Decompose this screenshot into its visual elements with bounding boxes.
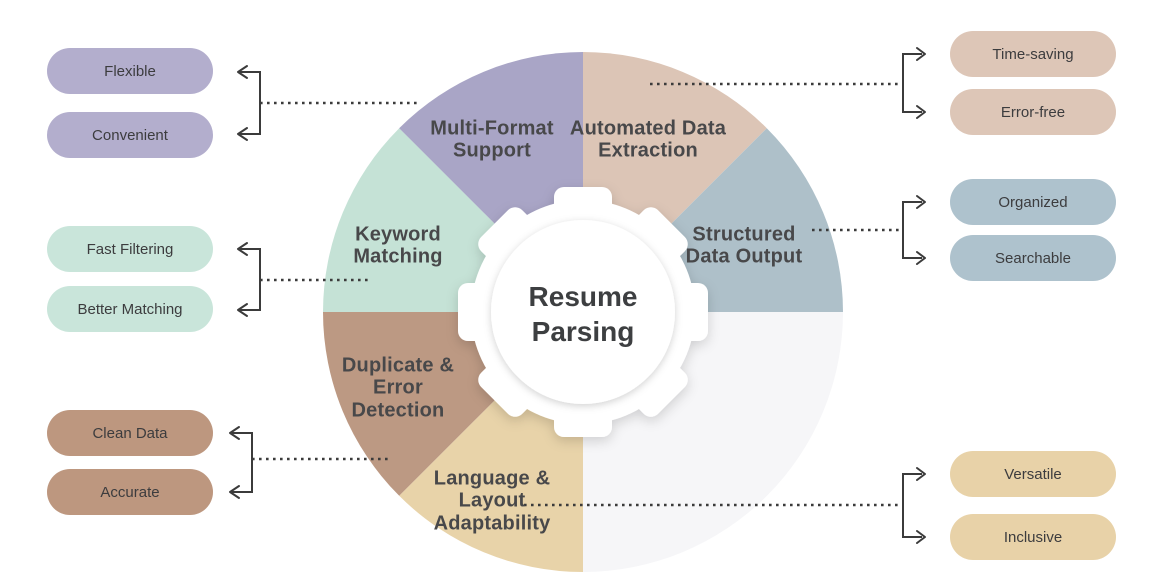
benefit-pill-fast-filtering: Fast Filtering xyxy=(47,226,213,272)
benefit-pill-better-matching: Better Matching xyxy=(47,286,213,332)
arrow-left-icon xyxy=(237,242,248,256)
connector-language-layout-adaptability xyxy=(524,467,926,544)
connector-structured-data-output xyxy=(812,195,926,265)
benefit-pill-flexible: Flexible xyxy=(47,48,213,94)
diagram-title: Resume Parsing xyxy=(528,281,638,347)
segment-label-language-layout-adaptability: Language & Layout Adaptability xyxy=(433,467,551,535)
benefit-pill-versatile: Versatile xyxy=(950,451,1116,497)
segment-label-duplicate-error-detection: Duplicate & Error Detection xyxy=(341,354,455,422)
benefit-pill-convenient: Convenient xyxy=(47,112,213,158)
arrow-right-icon xyxy=(916,467,926,481)
benefit-pill-time-saving: Time-saving xyxy=(950,31,1116,77)
arrow-left-icon xyxy=(229,426,240,440)
hub-circle xyxy=(491,220,675,404)
segment-label-multi-format-support: Multi-Format Support xyxy=(430,117,554,162)
benefit-pill-error-free: Error-free xyxy=(950,89,1116,135)
benefit-pill-inclusive: Inclusive xyxy=(950,514,1116,560)
benefit-pill-clean-data: Clean Data xyxy=(47,410,213,456)
benefit-pill-organized: Organized xyxy=(950,179,1116,225)
benefit-pill-accurate: Accurate xyxy=(47,469,213,515)
arrow-left-icon xyxy=(237,65,248,79)
connector-multi-format-support xyxy=(237,65,418,141)
arrow-left-icon xyxy=(229,485,240,499)
segment-label-automated-data-extraction: Automated Data Extraction xyxy=(569,117,727,162)
connector-automated-data-extraction xyxy=(650,47,926,119)
arrow-right-icon xyxy=(916,530,926,544)
arrow-right-icon xyxy=(916,105,926,119)
segment-label-structured-data-output: Structured Data Output xyxy=(685,223,803,268)
arrow-left-icon xyxy=(237,127,248,141)
segment-label-keyword-matching: Keyword Matching xyxy=(353,223,443,268)
benefit-pill-searchable: Searchable xyxy=(950,235,1116,281)
arrow-right-icon xyxy=(916,47,926,61)
connector-duplicate-error-detection xyxy=(229,426,388,499)
arrow-right-icon xyxy=(916,195,926,209)
connectors xyxy=(229,47,926,544)
arrow-left-icon xyxy=(237,303,248,317)
arrow-right-icon xyxy=(916,251,926,265)
connector-keyword-matching xyxy=(237,242,372,317)
